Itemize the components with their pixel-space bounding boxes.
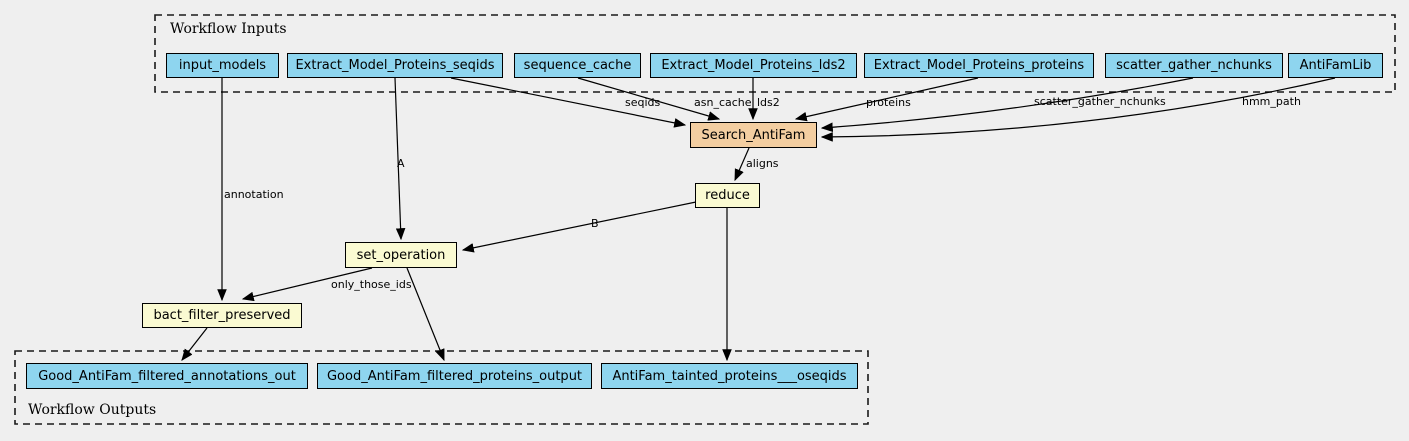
edge-a bbox=[394, 77, 406, 241]
edge-only-those-ids bbox=[241, 267, 373, 302]
edge-asn-cache bbox=[577, 77, 721, 121]
node-input-models[interactable]: input_models bbox=[166, 53, 279, 78]
node-extract-model-proteins-proteins[interactable]: Extract_Model_Proteins_proteins bbox=[864, 53, 1094, 78]
node-search-antifam[interactable]: Search_AntiFam bbox=[690, 122, 817, 148]
edge-seqids bbox=[450, 77, 687, 128]
edge-proteins bbox=[794, 77, 979, 122]
edge-label-annotation: annotation bbox=[224, 188, 284, 201]
edge-label-aligns: aligns bbox=[746, 157, 779, 170]
node-good-antifam-filtered-proteins-output[interactable]: Good_AntiFam_filtered_proteins_output bbox=[317, 363, 592, 389]
edge-label-hmm-path: hmm_path bbox=[1242, 95, 1301, 108]
edge-label-scatter-gather-nchunks: scatter_gather_nchunks bbox=[1034, 95, 1166, 108]
edge-label-only-those-ids: only_those_ids bbox=[331, 278, 412, 291]
edge-label-b: B bbox=[591, 217, 599, 230]
workflow-inputs-cluster-border bbox=[154, 14, 1396, 93]
node-antifam-tainted-proteins-oseqids[interactable]: AntiFam_tainted_proteins___oseqids bbox=[601, 363, 858, 389]
edge-scatter-gather-nchunks bbox=[820, 77, 1194, 133]
edge-label-asn-cache: asn_cache bbox=[694, 96, 752, 109]
workflow-outputs-label: Workflow Outputs bbox=[28, 402, 157, 418]
node-reduce[interactable]: reduce bbox=[695, 183, 760, 208]
node-good-antifam-filtered-annotations-out[interactable]: Good_AntiFam_filtered_annotations_out bbox=[26, 363, 308, 389]
node-extract-model-proteins-lds2[interactable]: Extract_Model_Proteins_lds2 bbox=[650, 53, 857, 78]
edge-label-a: A bbox=[397, 157, 405, 170]
workflow-inputs-label: Workflow Inputs bbox=[170, 21, 287, 37]
edge-label-seqids: seqids bbox=[625, 96, 661, 109]
node-bact-filter-preserved[interactable]: bact_filter_preserved bbox=[142, 303, 302, 328]
edge-label-proteins: proteins bbox=[866, 96, 911, 109]
node-antifamlib[interactable]: AntiFamLib bbox=[1288, 53, 1383, 78]
edge-setop-to-proteins-out bbox=[406, 267, 445, 362]
edge-aligns bbox=[734, 147, 750, 182]
node-extract-model-proteins-seqids[interactable]: Extract_Model_Proteins_seqids bbox=[287, 53, 503, 78]
node-set-operation[interactable]: set_operation bbox=[345, 242, 457, 268]
edge-b bbox=[461, 201, 697, 253]
node-sequence-cache[interactable]: sequence_cache bbox=[514, 53, 641, 78]
edge-hmm-path bbox=[820, 77, 1336, 142]
node-scatter-gather-nchunks[interactable]: scatter_gather_nchunks bbox=[1105, 53, 1283, 78]
edge-label-lds2: lds2 bbox=[757, 96, 780, 109]
edge-bactfilter-to-annot-out bbox=[181, 327, 208, 361]
